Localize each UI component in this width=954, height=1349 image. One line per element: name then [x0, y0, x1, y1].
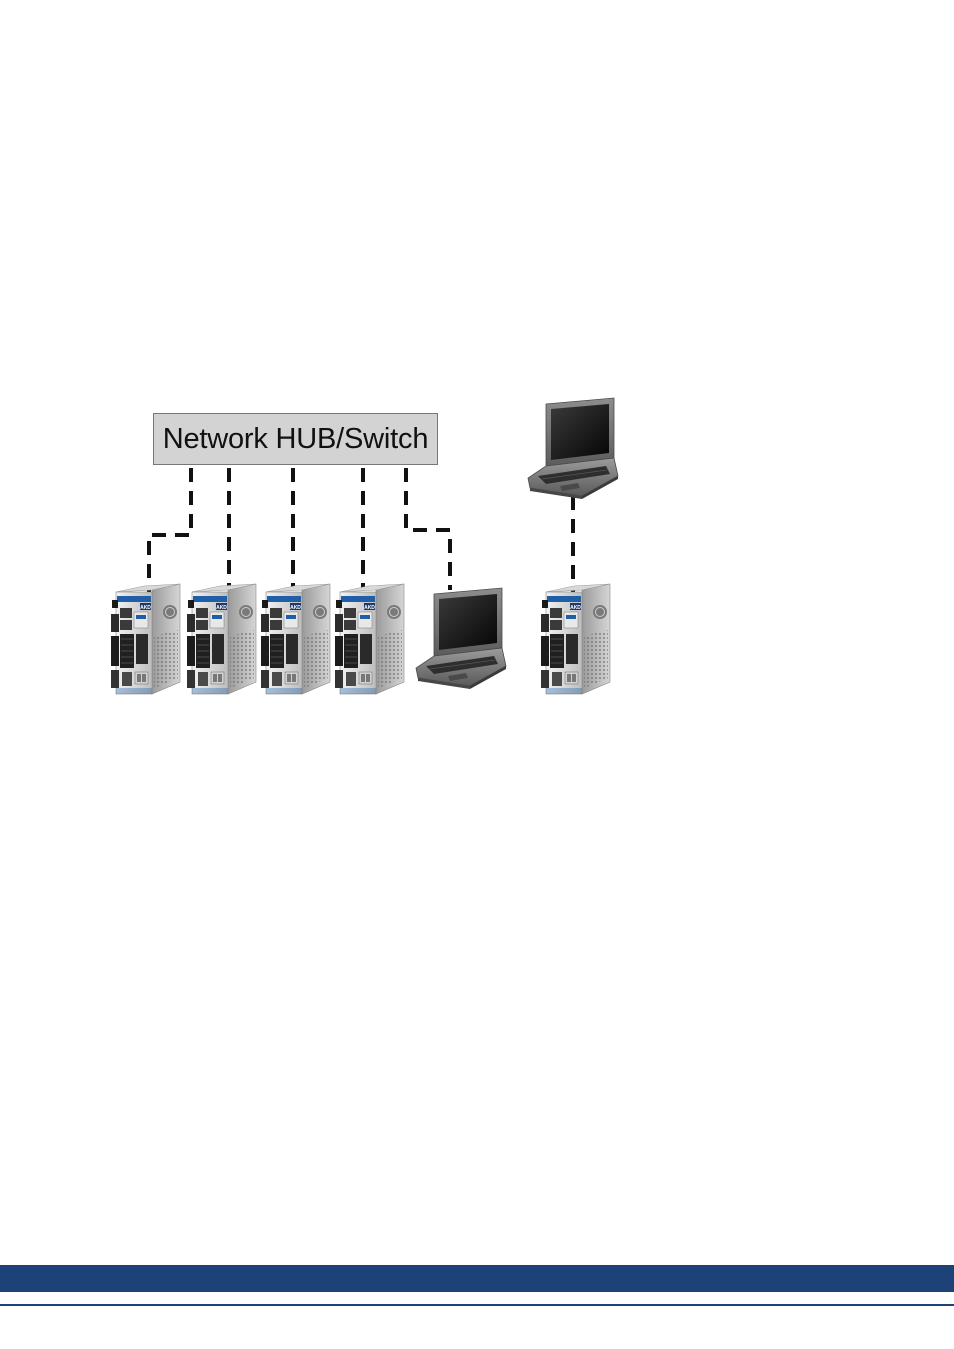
link-hub-drive-1 [149, 468, 191, 592]
footer-rule [0, 1304, 954, 1306]
network-hub-switch: Network HUB/Switch [153, 413, 438, 465]
drive-icon [335, 584, 404, 694]
hub-label: Network HUB/Switch [163, 423, 429, 456]
drive-icon [187, 584, 256, 694]
connection-lines [149, 468, 573, 592]
footer-bar [0, 1265, 954, 1292]
link-hub-laptop [406, 468, 450, 590]
laptop-icon [416, 588, 506, 689]
drive-icon [541, 584, 610, 694]
drive-icon [261, 584, 330, 694]
drive-icon [111, 584, 180, 694]
laptop-icon [528, 398, 618, 499]
